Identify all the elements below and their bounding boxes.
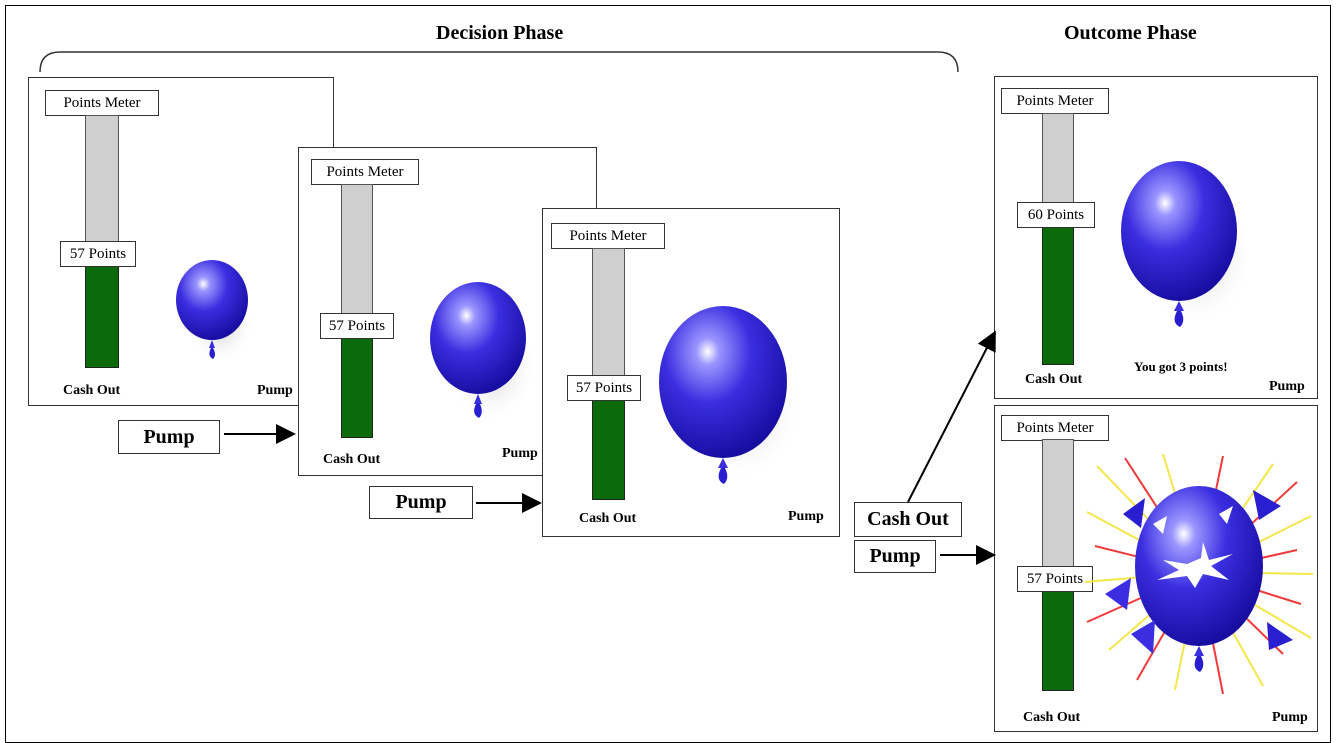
- points-value: 57 Points: [567, 375, 641, 401]
- balloon-medium-icon: [430, 282, 537, 422]
- trial-panel-3: Points Meter 57 Points Cash Out Pump: [542, 208, 840, 537]
- pump-action-box-1[interactable]: Pump: [118, 420, 220, 454]
- pump-label[interactable]: Pump: [1269, 379, 1305, 394]
- cash-out-label[interactable]: Cash Out: [579, 511, 637, 526]
- cash-out-label[interactable]: Cash Out: [63, 383, 121, 398]
- points-meter-fill: [1042, 590, 1074, 691]
- points-meter-label: Points Meter: [1001, 415, 1109, 441]
- pump-action-box-2[interactable]: Pump: [369, 486, 473, 519]
- points-value: 57 Points: [1017, 566, 1093, 592]
- balloon-popped-icon: [1084, 454, 1314, 694]
- arrow-up-right-icon: [907, 330, 996, 503]
- cash-out-label[interactable]: Cash Out: [323, 452, 381, 467]
- balloon-large-icon: [1121, 161, 1253, 327]
- cash-out-label[interactable]: Cash Out: [1023, 710, 1081, 725]
- pump-label[interactable]: Pump: [1272, 710, 1308, 725]
- points-meter-label: Points Meter: [45, 90, 159, 116]
- cash-out-action-box[interactable]: Cash Out: [854, 502, 962, 537]
- balloon-small-icon: [176, 260, 254, 364]
- outcome-pop-panel: Points Meter 57 Points Cash Out Pump: [994, 405, 1318, 732]
- pump-label[interactable]: Pump: [788, 509, 824, 524]
- points-value: 57 Points: [320, 313, 394, 339]
- points-meter-label: Points Meter: [551, 223, 665, 249]
- trial-panel-1: Points Meter 57 Points Cash Out Pump: [28, 77, 334, 406]
- arrow-right-icon: [224, 424, 296, 444]
- arrow-right-icon: [476, 493, 542, 513]
- points-meter-label: Points Meter: [1001, 88, 1109, 114]
- pump-action-box-3[interactable]: Pump: [854, 540, 936, 573]
- pump-label[interactable]: Pump: [257, 383, 293, 398]
- outcome-phase-title: Outcome Phase: [1064, 22, 1197, 44]
- points-meter-fill: [341, 336, 373, 438]
- points-value: 57 Points: [60, 241, 136, 267]
- points-meter-label: Points Meter: [311, 159, 419, 185]
- points-meter-fill: [1042, 225, 1074, 365]
- balloon-large-icon: [659, 306, 801, 484]
- outcome-cash-out-panel: Points Meter 60 Points Cash Out You got …: [994, 76, 1318, 399]
- points-meter-fill: [85, 264, 119, 368]
- points-meter-fill: [592, 399, 625, 500]
- decision-phase-bracket: [39, 51, 959, 73]
- outcome-message: You got 3 points!: [1134, 359, 1228, 374]
- pump-label[interactable]: Pump: [502, 446, 538, 461]
- arrow-right-icon: [940, 545, 996, 565]
- cash-out-label[interactable]: Cash Out: [1025, 372, 1083, 387]
- points-value: 60 Points: [1017, 202, 1095, 228]
- decision-phase-title: Decision Phase: [436, 22, 564, 44]
